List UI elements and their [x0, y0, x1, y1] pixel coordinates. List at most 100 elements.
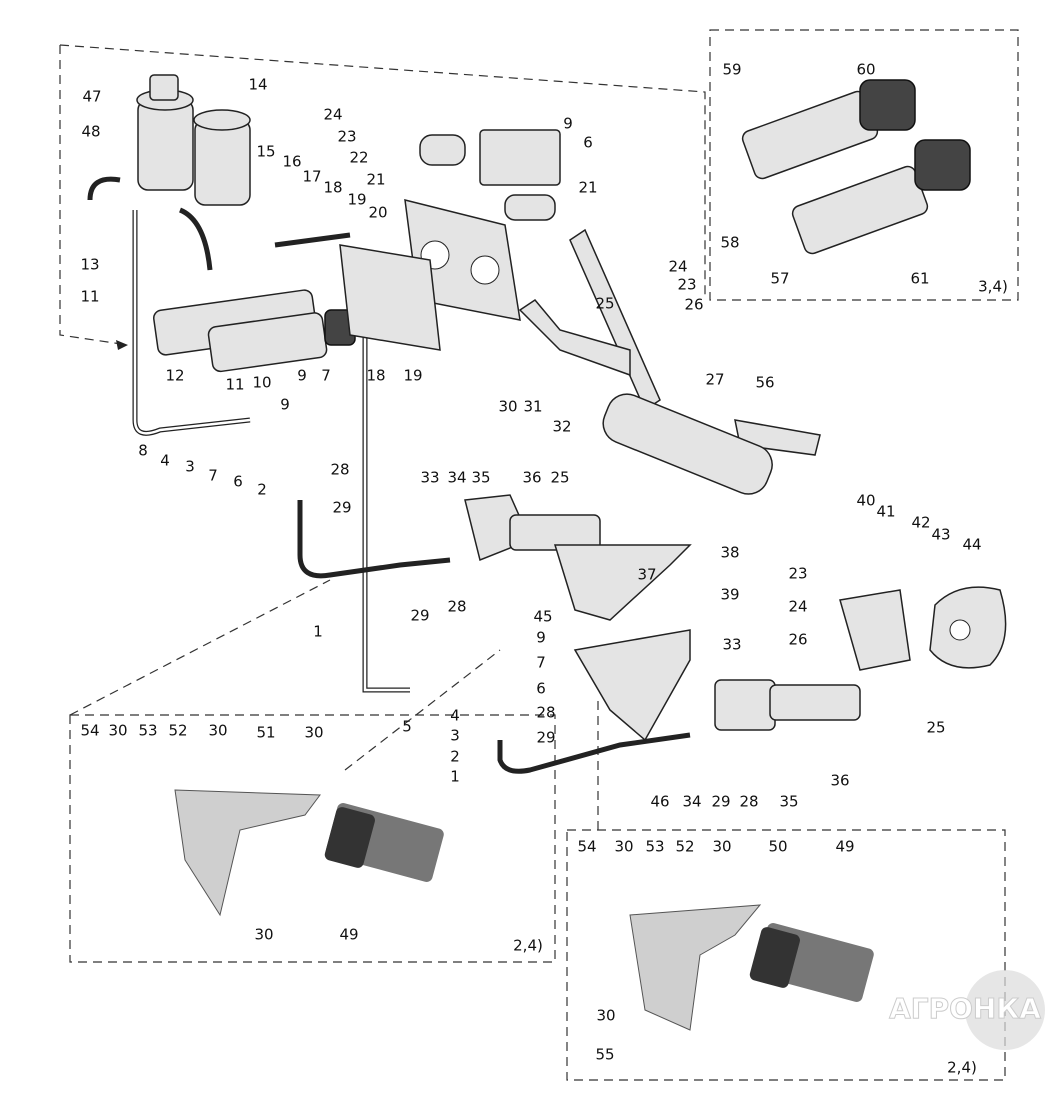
part-label-49: 49 [339, 926, 358, 944]
part-label-26: 26 [684, 296, 703, 314]
part-label-3: 3 [450, 727, 460, 745]
part-label-1: 1 [313, 623, 323, 641]
part-label-28: 28 [536, 704, 555, 722]
part-label-37: 37 [637, 566, 656, 584]
part-label-35: 35 [779, 793, 798, 811]
part-label-2: 2 [257, 481, 267, 499]
part-label-19: 19 [403, 367, 422, 385]
part-label-59: 59 [722, 61, 741, 79]
variant-note-bottom-left: 2,4) [513, 937, 543, 955]
part-label-30: 30 [304, 724, 323, 742]
part-label-29: 29 [410, 607, 429, 625]
part-label-24: 24 [788, 598, 807, 616]
part-label-27: 27 [705, 371, 724, 389]
part-label-19: 19 [347, 191, 366, 209]
part-label-38: 38 [720, 544, 739, 562]
callout-line [344, 649, 501, 771]
part-label-24: 24 [668, 258, 687, 276]
part-label-35: 35 [471, 469, 490, 487]
part-label-11: 11 [80, 288, 99, 306]
part-label-6: 6 [233, 473, 243, 491]
part-label-28: 28 [447, 598, 466, 616]
part-label-3: 3 [185, 458, 195, 476]
part-label-32: 32 [552, 418, 571, 436]
part-label-36: 36 [522, 469, 541, 487]
part-label-4: 4 [450, 707, 460, 725]
part-label-30: 30 [614, 838, 633, 856]
part-label-49: 49 [835, 838, 854, 856]
part-label-30: 30 [254, 926, 273, 944]
variant-parts-bottom-right [629, 904, 874, 1031]
variant-parts-bottom-left [174, 789, 444, 917]
variant-note-top-right: 3,4) [978, 278, 1008, 296]
part-label-23: 23 [337, 128, 356, 146]
part-label-46: 46 [650, 793, 669, 811]
part-label-21: 21 [366, 171, 385, 189]
part-label-6: 6 [583, 134, 593, 152]
part-label-14: 14 [248, 76, 267, 94]
part-label-6: 6 [536, 680, 546, 698]
part-label-42: 42 [911, 514, 930, 532]
part-label-7: 7 [536, 654, 546, 672]
agronka-watermark-logo: АГРОНКА [889, 970, 1045, 1050]
part-label-60: 60 [856, 61, 875, 79]
part-label-53: 53 [138, 722, 157, 740]
part-label-30: 30 [498, 398, 517, 416]
part-label-7: 7 [208, 467, 218, 485]
part-label-41: 41 [876, 503, 895, 521]
part-label-21: 21 [578, 179, 597, 197]
part-label-40: 40 [856, 492, 875, 510]
part-label-55: 55 [595, 1046, 614, 1064]
part-label-9: 9 [563, 115, 573, 133]
part-label-23: 23 [677, 276, 696, 294]
part-label-39: 39 [720, 586, 739, 604]
main-assembly-outline [59, 44, 706, 300]
part-label-29: 29 [332, 499, 351, 517]
callout-line [69, 579, 331, 716]
part-label-30: 30 [108, 722, 127, 740]
slave-cylinder-assemblies [464, 494, 1007, 742]
part-label-9: 9 [536, 629, 546, 647]
part-label-34: 34 [682, 793, 701, 811]
variant-box-top-right [709, 29, 1019, 301]
part-label-29: 29 [536, 729, 555, 747]
part-label-30: 30 [596, 1007, 615, 1025]
pedal-bracket [339, 129, 561, 351]
arrow-icon [116, 340, 128, 350]
part-label-30: 30 [208, 722, 227, 740]
group-outlines [59, 29, 1019, 1081]
part-label-52: 52 [675, 838, 694, 856]
part-label-20: 20 [368, 204, 387, 222]
part-label-1: 1 [450, 768, 460, 786]
main-assembly-outline-left [59, 45, 129, 346]
part-label-24: 24 [323, 106, 342, 124]
part-label-51: 51 [256, 724, 275, 742]
part-label-61: 61 [910, 270, 929, 288]
variant-box-bottom-left [69, 714, 556, 963]
part-label-33: 33 [722, 636, 741, 654]
part-label-7: 7 [321, 367, 331, 385]
part-label-16: 16 [282, 153, 301, 171]
part-label-15: 15 [256, 143, 275, 161]
part-label-13: 13 [80, 256, 99, 274]
part-label-33: 33 [420, 469, 439, 487]
part-label-58: 58 [720, 234, 739, 252]
part-label-2: 2 [450, 748, 460, 766]
part-label-54: 54 [80, 722, 99, 740]
part-label-9: 9 [280, 396, 290, 414]
part-label-36: 36 [830, 772, 849, 790]
hydraulic-pipes [87, 176, 691, 774]
part-label-28: 28 [739, 793, 758, 811]
part-label-23: 23 [788, 565, 807, 583]
variant-box-bottom-right [566, 829, 1006, 1081]
part-label-31: 31 [523, 398, 542, 416]
part-label-18: 18 [323, 179, 342, 197]
part-label-48: 48 [81, 123, 100, 141]
part-label-57: 57 [770, 270, 789, 288]
part-label-34: 34 [447, 469, 466, 487]
part-label-54: 54 [577, 838, 596, 856]
master-cylinder [153, 289, 356, 373]
part-label-44: 44 [962, 536, 981, 554]
